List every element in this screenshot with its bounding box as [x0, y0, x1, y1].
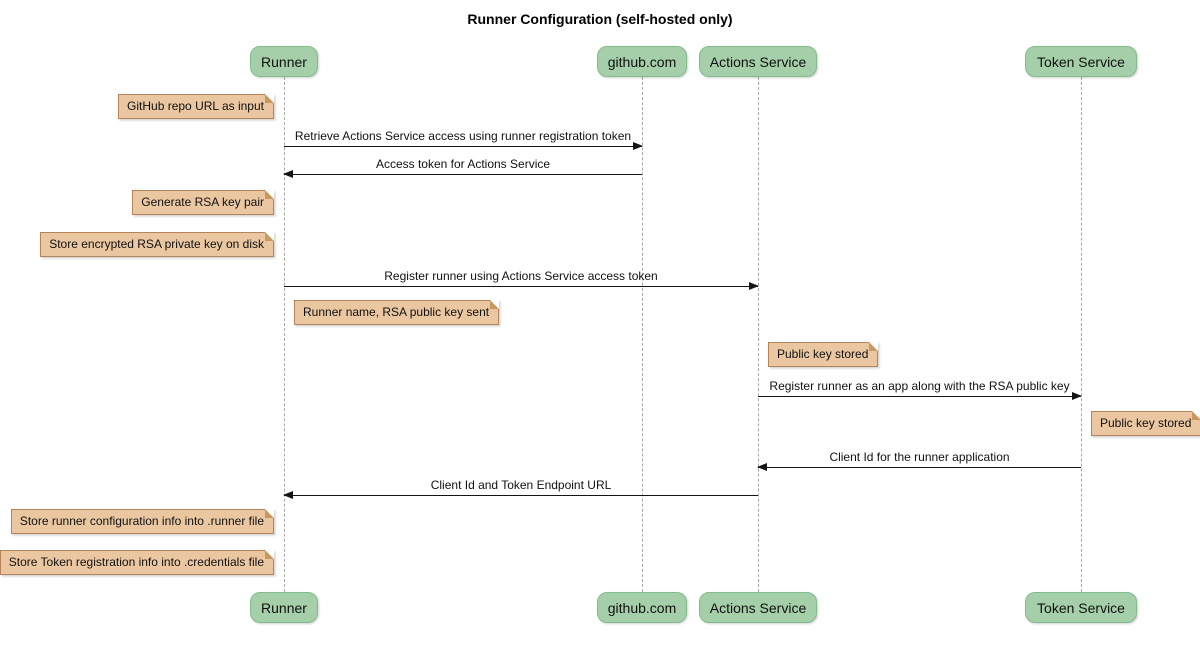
message-client-id-endpoint: Client Id and Token Endpoint URL	[283, 478, 758, 499]
lifeline-actions-service	[758, 77, 759, 592]
participant-github-top: github.com	[597, 46, 687, 77]
arrowhead-left-icon	[283, 491, 293, 499]
message-register-runner-app: Register runner as an app along with the…	[758, 379, 1082, 400]
arrowhead-left-icon	[757, 463, 767, 471]
note-store-credentials-file: Store Token registration info into .cred…	[0, 550, 275, 575]
lifeline-token-service	[1081, 77, 1082, 592]
participant-token-service-top: Token Service	[1025, 46, 1137, 77]
arrowhead-left-icon	[283, 170, 293, 178]
note-generate-rsa-key: Generate RSA key pair	[132, 190, 274, 215]
participant-actions-service-top: Actions Service	[699, 46, 817, 77]
message-register-runner: Register runner using Actions Service ac…	[284, 269, 759, 290]
message-retrieve-actions-access: Retrieve Actions Service access using ru…	[284, 129, 643, 150]
participant-actions-service-bottom: Actions Service	[699, 592, 817, 623]
note-public-key-stored-actions: Public key stored	[768, 342, 879, 367]
message-line	[758, 467, 1081, 468]
message-line	[284, 174, 642, 175]
message-line	[758, 396, 1081, 397]
arrowhead-right-icon	[749, 282, 759, 290]
note-runner-name-sent: Runner name, RSA public key sent	[294, 300, 500, 325]
message-line	[284, 495, 758, 496]
note-store-runner-file: Store runner configuration info into .ru…	[10, 509, 275, 534]
diagram-title: Runner Configuration (self-hosted only)	[467, 11, 733, 27]
participant-runner-bottom: Runner	[250, 592, 318, 623]
note-store-private-key: Store encrypted RSA private key on disk	[40, 232, 274, 257]
participant-token-service-bottom: Token Service	[1025, 592, 1137, 623]
message-line	[284, 286, 758, 287]
message-label: Client Id for the runner application	[829, 450, 1010, 464]
participant-github-bottom: github.com	[597, 592, 687, 623]
message-label: Client Id and Token Endpoint URL	[430, 478, 612, 492]
lifeline-runner	[284, 77, 285, 592]
message-client-id-runner-app: Client Id for the runner application	[757, 450, 1081, 471]
message-label: Access token for Actions Service	[375, 157, 551, 171]
message-label: Retrieve Actions Service access using ru…	[294, 129, 632, 143]
participant-runner-top: Runner	[250, 46, 318, 77]
message-access-token: Access token for Actions Service	[283, 157, 642, 178]
message-label: Register runner as an app along with the…	[769, 379, 1070, 393]
message-label: Register runner using Actions Service ac…	[384, 269, 658, 283]
arrowhead-right-icon	[633, 142, 643, 150]
lifeline-github	[642, 77, 643, 592]
arrowhead-right-icon	[1072, 392, 1082, 400]
note-public-key-stored-token: Public key stored	[1091, 411, 1200, 436]
message-line	[284, 146, 642, 147]
note-github-repo-url: GitHub repo URL as input	[118, 94, 274, 119]
